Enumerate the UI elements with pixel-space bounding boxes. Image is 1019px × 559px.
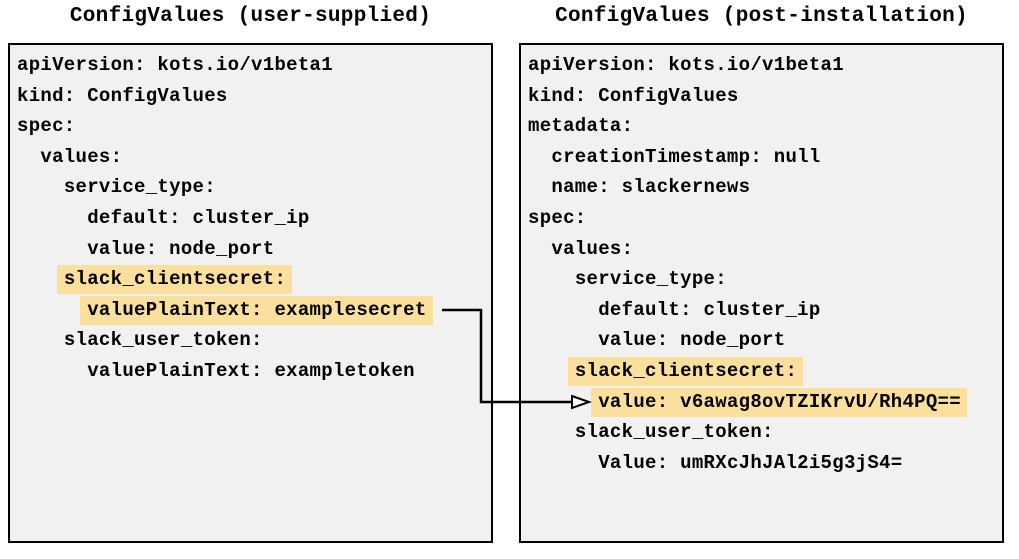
code-text: values: (40, 145, 123, 168)
code-line: spec: (528, 203, 1002, 234)
code-line: value: node_port (17, 234, 491, 265)
code-line: spec: (17, 111, 491, 142)
code-text: metadata: (528, 115, 634, 138)
code-line: service_type: (17, 172, 491, 203)
code-text: creationTimestamp: null (551, 145, 821, 168)
code-text: valuePlainText: exampletoken (87, 359, 415, 382)
code-line: valuePlainText: exampletoken (17, 356, 491, 387)
highlighted-code-text: slack_clientsecret: (567, 356, 804, 386)
code-text: service_type: (574, 268, 727, 291)
right-panel-title: ConfigValues (post-installation) (555, 5, 968, 28)
code-text: default: cluster_ip (598, 298, 821, 321)
code-line: apiVersion: kots.io/v1beta1 (528, 50, 1002, 81)
code-text: spec: (17, 115, 76, 138)
code-text: default: cluster_ip (87, 206, 310, 229)
code-line: values: (528, 234, 1002, 265)
code-line: value: node_port (528, 325, 1002, 356)
code-line: name: slackernews (528, 172, 1002, 203)
code-line: kind: ConfigValues (17, 81, 491, 112)
code-line: kind: ConfigValues (528, 81, 1002, 112)
code-line: apiVersion: kots.io/v1beta1 (17, 50, 491, 81)
code-line: slack_clientsecret: (528, 356, 1002, 387)
code-line: valuePlainText: examplesecret (17, 295, 491, 326)
code-text: Value: umRXcJhJAl2i5g3jS4= (598, 451, 903, 474)
code-line: default: cluster_ip (17, 203, 491, 234)
code-line: service_type: (528, 264, 1002, 295)
code-line: value: v6awag8ovTZIKrvU/Rh4PQ== (528, 387, 1002, 418)
code-text: apiVersion: kots.io/v1beta1 (528, 54, 844, 76)
code-text: value: node_port (598, 329, 786, 352)
code-line: creationTimestamp: null (528, 142, 1002, 173)
code-line: metadata: (528, 111, 1002, 142)
code-text: value: node_port (87, 237, 275, 260)
left-panel-title: ConfigValues (user-supplied) (69, 5, 432, 28)
right-panel-code: apiVersion: kots.io/v1beta1 kind: ConfigV… (521, 45, 1002, 478)
left-panel-code-box: apiVersion: kots.io/v1beta1 kind: ConfigV… (8, 43, 493, 543)
code-text: spec: (528, 206, 587, 229)
highlighted-code-text: valuePlainText: examplesecret (80, 295, 433, 325)
code-text: name: slackernews (551, 176, 751, 199)
code-text: kind: ConfigValues (528, 84, 739, 107)
code-text: slack_user_token: (574, 421, 774, 444)
highlighted-code-text: slack_clientsecret: (56, 265, 293, 295)
code-line: Value: umRXcJhJAl2i5g3jS4= (528, 448, 1002, 479)
code-line: default: cluster_ip (528, 295, 1002, 326)
code-text: slack_user_token: (63, 329, 263, 352)
code-line: slack_clientsecret: (17, 264, 491, 295)
code-text: values: (551, 237, 634, 260)
code-text: service_type: (63, 176, 216, 199)
code-line: slack_user_token: (528, 417, 1002, 448)
code-text: kind: ConfigValues (17, 84, 228, 107)
right-panel-code-box: apiVersion: kots.io/v1beta1 kind: ConfigV… (519, 43, 1004, 543)
code-line: slack_user_token: (17, 325, 491, 356)
highlighted-code-text: value: v6awag8ovTZIKrvU/Rh4PQ== (591, 387, 967, 417)
code-line: values: (17, 142, 491, 173)
left-panel-code: apiVersion: kots.io/v1beta1 kind: ConfigV… (10, 45, 491, 387)
code-text: apiVersion: kots.io/v1beta1 (17, 54, 333, 76)
